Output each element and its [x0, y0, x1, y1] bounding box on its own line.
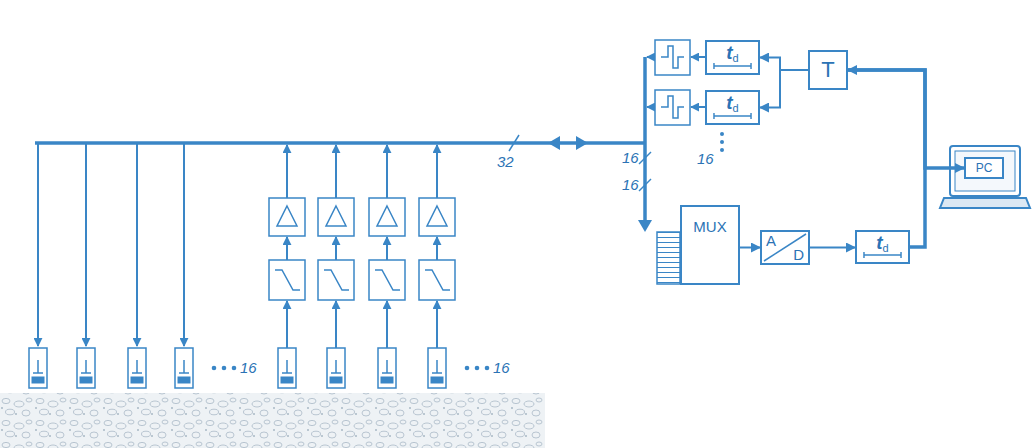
count-label: 16: [622, 150, 639, 165]
bus-line: [643, 57, 647, 222]
delay-box: td: [855, 230, 910, 264]
node-text: MUX: [693, 219, 726, 234]
branch-arrows: [647, 57, 705, 107]
ground: [0, 393, 545, 448]
delay-box: td: [705, 40, 760, 75]
pulse-box: [655, 40, 690, 125]
signal-connector: [740, 247, 760, 249]
count-label: 16: [493, 360, 510, 375]
arrow-head: [638, 220, 652, 232]
timer-box: T: [808, 50, 848, 90]
pc-label-box: PC: [964, 157, 1004, 179]
interval-bracket: [713, 112, 752, 120]
bus-slash: [509, 135, 519, 151]
arrow-head: [576, 136, 588, 150]
count-label: 16: [240, 360, 257, 375]
signal-connector: [848, 70, 964, 168]
signal-connector: [810, 247, 855, 249]
count-label: 16: [697, 151, 714, 166]
bus-slash: [639, 179, 651, 191]
signal-connector: [848, 70, 925, 247]
laptop-icon: [940, 146, 1030, 208]
node-text: d: [733, 52, 739, 64]
mux-inputs: [657, 232, 680, 284]
sensor-group: [29, 143, 455, 388]
node-text: A: [766, 233, 776, 248]
node-text: D: [793, 247, 804, 262]
arrow-head: [548, 136, 560, 150]
interval-bracket: [713, 62, 752, 70]
count-label: 32: [497, 154, 514, 169]
node-text: PC: [976, 162, 993, 174]
delay-box: td: [705, 90, 760, 125]
mux-box: MUX: [680, 205, 740, 285]
ellipsis-dots: [720, 132, 724, 152]
node-text: T: [821, 59, 834, 81]
node-text: t: [726, 92, 732, 113]
node-text: t: [876, 232, 882, 253]
node-text: d: [733, 102, 739, 114]
node-text: t: [726, 42, 732, 63]
signal-connector: [760, 58, 808, 71]
adc-box: AD: [760, 230, 810, 265]
node-text: d: [883, 242, 889, 254]
signal-connector: [760, 70, 808, 108]
bus-slash: [639, 152, 651, 164]
count-label: 16: [622, 177, 639, 192]
